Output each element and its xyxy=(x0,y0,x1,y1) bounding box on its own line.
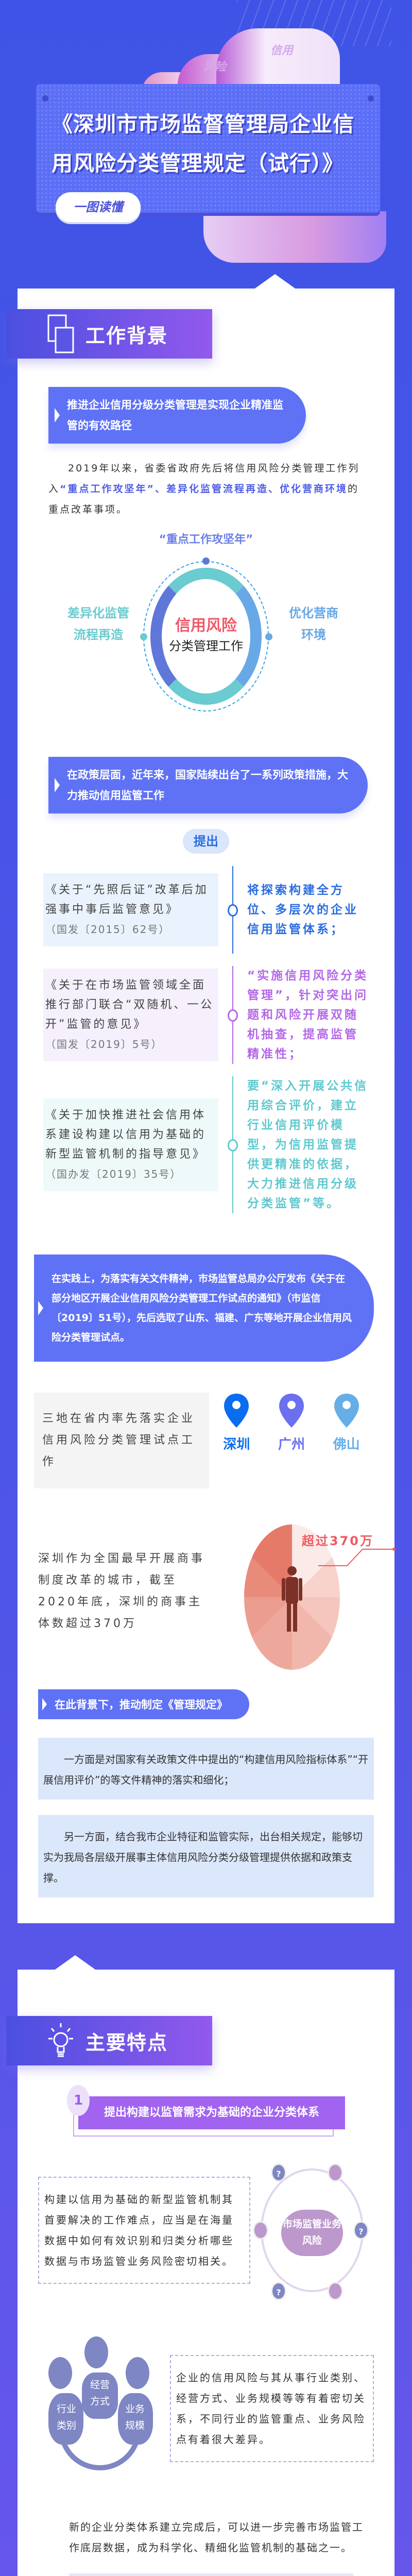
feature-number: 1 xyxy=(67,2085,90,2116)
question-icon: ? xyxy=(271,2163,286,2182)
stat-text: 深圳作为全国最早开展商事制度改革的城市，截至2020年底，深圳的商事主体数超过3… xyxy=(38,1552,205,1630)
map-pin-icon xyxy=(222,1393,250,1429)
scroll-word: 信用 xyxy=(270,44,294,57)
callout-pill: 在政策层面，近年来，国家陆续出台了一系列政策措施，大力推动信用监管工作 xyxy=(48,757,368,814)
timeline-item: 《关于加快推进社会信用体系建设构建以信用为基础的新型监管机制的指导意见》 （国办… xyxy=(43,1076,369,1213)
callout-pill: 推进企业信用分级分类管理是实现企业精准监管的有效路径 xyxy=(48,387,306,444)
city-shenzhen: 深圳 xyxy=(213,1393,260,1453)
card-notch xyxy=(54,1955,97,1971)
ring-center-text: 分类管理工作 xyxy=(169,639,243,653)
badge-one-picture: 一图读懂 xyxy=(56,192,141,222)
section-background: 工作背景 推进企业信用分级分类管理是实现企业精准监管的有效路径 2019年以来，… xyxy=(6,274,396,1923)
ring-knob xyxy=(265,633,272,640)
classification-factors-diagram: 经营方式 行业类别 业务规模 xyxy=(38,2331,162,2486)
pilot-cities: 三地在省内率先落实企业信用风险分类管理试点工作 深圳 广州 佛山 xyxy=(34,1393,374,1488)
question-icon: ? xyxy=(271,2282,286,2300)
timeline-item: 《关于“先照后证”改革后加强事中事后监管意见》 （国发〔2015〕62号） 将探… xyxy=(43,866,369,954)
card-notch xyxy=(253,274,297,290)
ring-diagram: “重点工作攻坚年” 信用风险 分类管理工作 差异化监管流程再造 优化营商环境 xyxy=(18,530,394,747)
timeline-tag: 提出 xyxy=(183,829,229,854)
policy-doc-title: 《关于在市场监管领域全面推行部门联合“双随机、一公开”监管的意见》 xyxy=(45,979,214,1031)
feature-text: 新的企业分类体系建立完成后，可以进一步完善市场监管工作底层数据，成为科学化、精细… xyxy=(69,2521,364,2554)
city-guangzhou: 广州 xyxy=(268,1393,315,1453)
risk-orbit-diagram: 市场监管业务风险 ? ? ? xyxy=(250,2153,374,2308)
ring-label-right: 优化营商环境 xyxy=(289,606,338,642)
lightbulb-icon xyxy=(47,2021,74,2060)
business-count-stat: 深圳作为全国最早开展商事制度改革的城市，截至2020年底，深圳的商事主体数超过3… xyxy=(38,1514,396,1670)
orbit-dot xyxy=(328,2163,343,2182)
pilot-text: 三地在省内率先落实企业信用风险分类管理试点工作 xyxy=(34,1393,209,1488)
title-plate: 《深圳市市场监督管理局企业信用风险分类管理规定（试行）》 一图读懂 xyxy=(36,84,380,222)
question-icon: ? xyxy=(353,2221,369,2240)
orbit-dot xyxy=(253,2221,268,2240)
city-foshan: 佛山 xyxy=(323,1393,370,1453)
ring-label-left: 差异化监管流程再造 xyxy=(67,606,129,642)
rivet-dot xyxy=(42,95,48,101)
feature-heading-1: 提出构建以监管需求为基础的企业分类体系 1 xyxy=(67,2085,345,2137)
scroll-decoration xyxy=(203,211,386,263)
page-title: 《深圳市市场监督管理局企业信用风险分类管理规定（试行）》 xyxy=(52,112,354,176)
scroll-word: 风险 xyxy=(203,61,227,74)
map-pin-icon xyxy=(278,1393,305,1429)
hero-banner: 风险 信用 《深圳市市场监督管理局企业信用风险分类管理规定（试行）》 一图读懂 xyxy=(0,0,412,289)
reason-box: 一方面是对国家有关政策文件中提出的“构建信用风险指标体系”“开展信用评价”的等文… xyxy=(38,1738,374,1800)
policy-note: “实施信用风险分类管理”，针对突出问题和风险开展双随机抽查，提高监管精准性； xyxy=(247,969,369,1061)
leader-line xyxy=(318,1548,396,1566)
ring-title: “重点工作攻坚年” xyxy=(159,533,253,546)
section-features: 主要特点 提出构建以监管需求为基础的企业分类体系 1 构建以信用为基础的新型监管… xyxy=(6,1955,394,2576)
feature-text: 构建以信用为基础的新型监管机制其首要解决的工作难点，应当是在海量数据中如何有效识… xyxy=(38,2177,250,2284)
policy-doc-ref: （国发〔2015〕62号） xyxy=(45,923,170,936)
timeline-node xyxy=(222,966,243,1064)
section-heading: 主要特点 xyxy=(6,2016,212,2065)
policy-doc-ref: （国办发〔2019〕35号） xyxy=(45,1168,182,1180)
practice-callout: 在实践上，为落实有关文件精神，市场监管总局办公厅发布《关于在部分地区开展企业信用… xyxy=(34,1255,374,1362)
paragraph: 2019年以来，省委省政府先后将信用风险分类管理工作列入“重点工作攻坚年”、差异… xyxy=(48,463,360,515)
reason-box: 另一方面，结合我市企业特征和监管实际，出台相关规定，能够切实为我局各层级开展事主… xyxy=(38,1815,374,1897)
policy-doc-title: 《关于加快推进社会信用体系建设构建以信用为基础的新型监管机制的指导意见》 xyxy=(45,1109,207,1161)
orbit-dot xyxy=(328,2282,343,2300)
stat-label: 超过370万 xyxy=(301,1534,374,1548)
rivet-dot xyxy=(368,95,374,101)
person-icon xyxy=(282,1566,302,1632)
map-pin-icon xyxy=(333,1393,360,1429)
timeline-node xyxy=(222,1076,243,1213)
policy-timeline: 提出 《关于“先照后证”改革后加强事中事后监管意见》 （国发〔2015〕62号）… xyxy=(43,829,369,1213)
timeline-item: 《关于在市场监管领域全面推行部门联合“双随机、一公开”监管的意见》 （国发〔20… xyxy=(43,966,369,1064)
ring-knob xyxy=(202,557,210,565)
cloud-label: 市场监管业务风险 xyxy=(281,2210,343,2256)
feature-text: 企业的信用风险与其从事行业类别、经营方式、业务规模等等有着密切关系，不同行业的监… xyxy=(170,2355,374,2462)
policy-note: 将探索构建全方位、多层次的企业信用监管体系； xyxy=(247,884,358,936)
timeline-node xyxy=(222,866,243,954)
section-heading: 工作背景 xyxy=(6,309,212,359)
documents-icon xyxy=(47,314,74,353)
policy-doc-title: 《关于“先照后证”改革后加强事中事后监管意见》 xyxy=(45,884,209,916)
ring-knob xyxy=(140,633,147,640)
benefit-hint: 一方面可以实时掌握各业务领域全部企业名单以及信用风险等级，为领导快速决策提供数据… xyxy=(69,2573,353,2576)
ring-center-highlight: 信用风险 xyxy=(175,617,237,635)
policy-note: 要“深入开展公共信用综合评价，建立行业信用评价模型，为信用监管提供更精准的依据，… xyxy=(247,1079,369,1210)
scroll-decoration xyxy=(216,28,340,85)
callout-pill: 在此背景下，推动制定《管理规定》 xyxy=(38,1689,249,1719)
policy-doc-ref: （国发〔2019〕5号） xyxy=(45,1038,163,1050)
